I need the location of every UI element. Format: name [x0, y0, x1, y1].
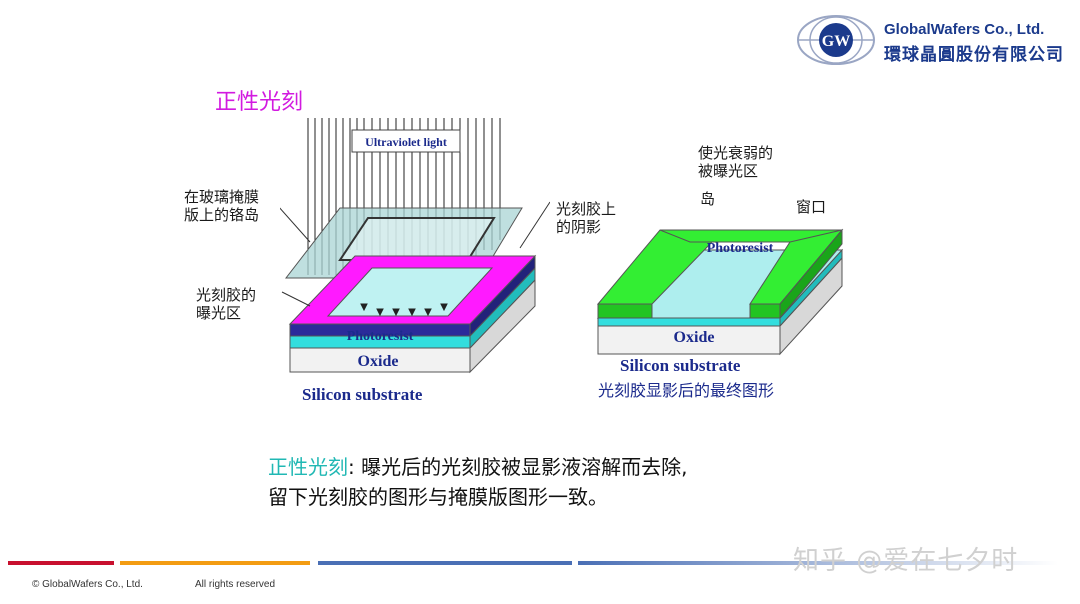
- mask-label: 在玻璃掩膜 版上的铬岛: [184, 188, 260, 224]
- substrate-label-right: Silicon substrate: [620, 356, 741, 375]
- caption: 正性光刻: 曝光后的光刻胶被显影液溶解而去除, 留下光刻胶的图形与掩膜版图形一致…: [268, 452, 687, 512]
- footer-bar-blue-fade: [578, 561, 1058, 565]
- oxide-layer-right: [597, 317, 781, 327]
- oxide-label-right: Oxide: [674, 329, 715, 346]
- footer-bar-red: [8, 561, 114, 565]
- uv-label-box: [351, 129, 461, 153]
- substrate-label-left: Silicon substrate: [302, 385, 423, 404]
- left-diagram: Ultraviolet light Photoresist Oxide: [280, 118, 550, 374]
- caption-term: 正性光刻: [268, 455, 348, 479]
- photoresist-label-right: Photoresist: [707, 241, 774, 256]
- chrome-island-window: [338, 217, 496, 261]
- footer-rights: All rights reserved: [195, 579, 276, 590]
- attenuated-label: 使光衰弱的 被曝光区: [698, 144, 774, 180]
- shadow-region: [326, 267, 494, 317]
- right-diagram: Photoresist Oxide: [596, 228, 844, 356]
- exposed-label: 光刻胶的 曝光区: [196, 286, 257, 322]
- caption-line2: 留下光刻胶的图形与掩膜版图形一致。: [268, 485, 608, 509]
- company-name-en: GlobalWafers Co., Ltd.: [884, 21, 1045, 38]
- slide-title: 正性光刻: [215, 90, 304, 115]
- uv-label: Ultraviolet light: [365, 135, 447, 149]
- footer-copyright: © GlobalWafers Co., Ltd.: [32, 579, 143, 590]
- company-name-cn: 環球晶圓股份有限公司: [884, 45, 1064, 65]
- footer-bar-blue: [318, 561, 572, 565]
- island-label: 岛: [700, 190, 716, 208]
- shadow-label: 光刻胶上 的阴影: [556, 200, 617, 236]
- oxide-label-left: Oxide: [358, 353, 399, 370]
- photoresist-label-left: Photoresist: [347, 329, 414, 344]
- window-label: 窗口: [796, 198, 827, 216]
- logo-mark-text: GW: [822, 33, 850, 50]
- caption-line1: : 曝光后的光刻胶被显影液溶解而去除,: [348, 455, 688, 479]
- result-label: 光刻胶显影后的最终图形: [598, 381, 775, 400]
- watermark: 知乎 @爱在七夕时: [793, 546, 1019, 576]
- company-logo: GW: [796, 14, 878, 66]
- footer-bar-orange: [120, 561, 310, 565]
